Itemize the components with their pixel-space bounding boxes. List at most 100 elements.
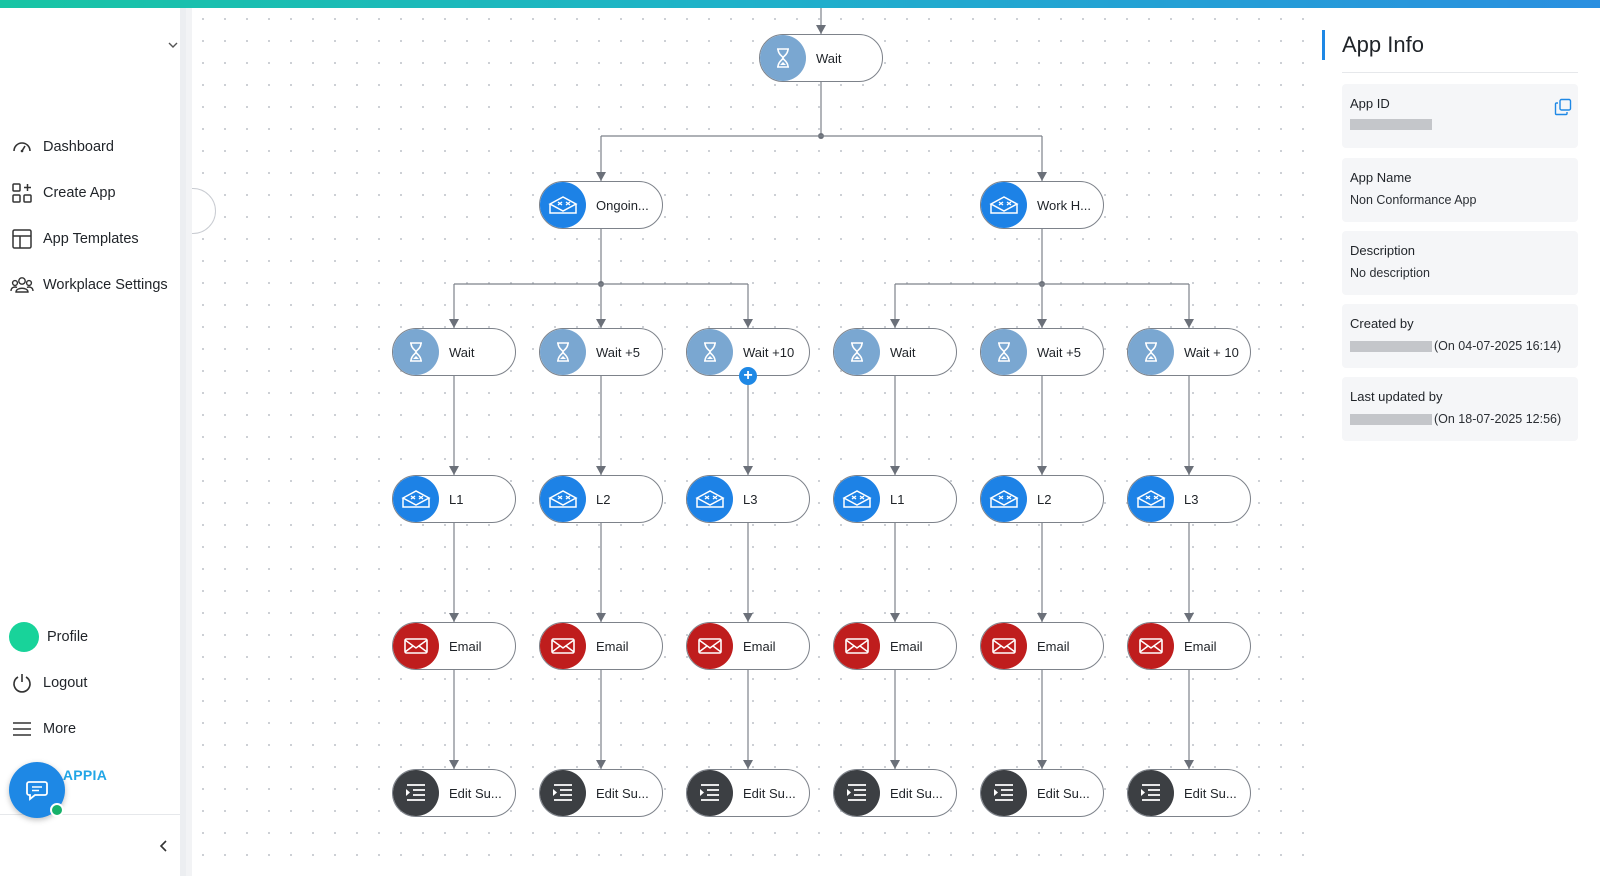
avatar: [9, 622, 39, 652]
chat-icon: [26, 781, 48, 801]
connector-arrow: [1037, 466, 1047, 475]
node-label: Edit Su...: [1184, 785, 1237, 801]
wait-node[interactable]: Wait +5: [980, 328, 1104, 376]
sidebar-item-label: Dashboard: [43, 139, 114, 155]
updated-on-text: (On 18-07-2025 12:56): [1434, 412, 1562, 426]
node-label: Wait: [449, 344, 475, 360]
app-id-card: App ID: [1342, 84, 1578, 148]
approval-node[interactable]: L1: [833, 475, 957, 523]
connector-arrow: [1184, 760, 1194, 769]
node-label: Email: [743, 638, 776, 654]
approval-node-level1[interactable]: Work H...: [980, 181, 1104, 229]
hourglass-icon: [981, 329, 1027, 375]
sidebar-item-app-templates[interactable]: App Templates: [0, 216, 180, 262]
approval-icon: [393, 476, 439, 522]
sidebar-bottom-nav: Profile Logout More: [0, 614, 180, 752]
email-node[interactable]: Email: [686, 622, 810, 670]
copy-icon[interactable]: [1554, 98, 1572, 116]
edit-node[interactable]: Edit Su...: [686, 769, 810, 817]
wait-node[interactable]: Wait + 10: [1127, 328, 1251, 376]
sidebar-item-label: Logout: [43, 675, 88, 691]
approval-node[interactable]: L1: [392, 475, 516, 523]
connector-arrow: [1037, 760, 1047, 769]
edit-list-icon: [393, 770, 439, 816]
email-node[interactable]: Email: [539, 622, 663, 670]
approval-node[interactable]: L3: [686, 475, 810, 523]
hourglass-icon: [1128, 329, 1174, 375]
approval-icon: [540, 476, 586, 522]
edit-node[interactable]: Edit Su...: [539, 769, 663, 817]
node-label: L2: [1037, 491, 1052, 507]
approval-icon: [687, 476, 733, 522]
node-label: Work H...: [1037, 197, 1091, 213]
brand-text: LAPPIA: [54, 767, 108, 783]
sidebar-item-more[interactable]: More: [0, 706, 180, 752]
node-label: Edit Su...: [596, 785, 649, 801]
sidebar-item-dashboard[interactable]: Dashboard: [0, 124, 180, 170]
description-label: Description: [1350, 243, 1416, 258]
app-id-label: App ID: [1350, 96, 1390, 111]
node-label: Email: [1184, 638, 1217, 654]
wait-node-root[interactable]: Wait: [759, 34, 883, 82]
workspace-chevron-down-icon[interactable]: [166, 38, 180, 52]
sidebar-item-label: More: [43, 721, 77, 737]
wait-node[interactable]: Wait: [392, 328, 516, 376]
connector-arrow: [1037, 613, 1047, 622]
connector-arrow: [890, 613, 900, 622]
edit-node[interactable]: Edit Su...: [833, 769, 957, 817]
sidebar-item-label: App Templates: [43, 231, 139, 247]
redacted-value: [1350, 119, 1432, 130]
add-step-plus-icon[interactable]: +: [739, 367, 757, 385]
edit-list-icon: [540, 770, 586, 816]
chat-button[interactable]: [9, 762, 65, 818]
approval-node[interactable]: L2: [980, 475, 1104, 523]
email-node[interactable]: Email: [980, 622, 1104, 670]
approval-icon: [981, 182, 1027, 228]
edit-node[interactable]: Edit Su...: [1127, 769, 1251, 817]
collapse-sidebar-chevron-left-icon[interactable]: [156, 838, 172, 854]
app-info-panel: App Info App ID App Name Non Conformance…: [1308, 8, 1600, 876]
hourglass-icon: [834, 329, 880, 375]
updated-by-value: (On 18-07-2025 12:56): [1350, 412, 1570, 426]
email-node[interactable]: Email: [392, 622, 516, 670]
sidebar-divider: [0, 814, 180, 815]
created-by-label: Created by: [1350, 316, 1414, 331]
sidebar-item-logout[interactable]: Logout: [0, 660, 180, 706]
hourglass-icon: [393, 329, 439, 375]
node-label: Wait +10: [743, 344, 795, 360]
sidebar-item-label: Workplace Settings: [43, 277, 168, 293]
edit-node[interactable]: Edit Su...: [392, 769, 516, 817]
connector-arrow: [1037, 172, 1047, 181]
sidebar-item-workplace-settings[interactable]: Workplace Settings: [0, 262, 180, 308]
menu-icon: [10, 717, 34, 741]
created-by-card: Created by (On 04-07-2025 16:14): [1342, 304, 1578, 368]
wait-node[interactable]: Wait: [833, 328, 957, 376]
connector-arrow: [1184, 319, 1194, 328]
sidebar-item-profile[interactable]: Profile: [0, 614, 180, 660]
panel-divider: [1342, 72, 1578, 73]
panel-title-accent: [1322, 30, 1325, 60]
wait-node[interactable]: Wait +5: [539, 328, 663, 376]
connector-arrow: [449, 613, 459, 622]
edit-node[interactable]: Edit Su...: [980, 769, 1104, 817]
node-label: L2: [596, 491, 611, 507]
edit-list-icon: [1128, 770, 1174, 816]
approval-node[interactable]: L3: [1127, 475, 1251, 523]
connector-arrow: [890, 466, 900, 475]
email-node[interactable]: Email: [833, 622, 957, 670]
approval-node-level1[interactable]: Ongoin...: [539, 181, 663, 229]
connector-arrow: [743, 613, 753, 622]
templates-icon: [10, 227, 34, 251]
sidebar-item-label: Profile: [47, 629, 89, 645]
email-icon: [687, 623, 733, 669]
create-app-icon: [10, 181, 34, 205]
email-node[interactable]: Email: [1127, 622, 1251, 670]
connector-arrow: [890, 319, 900, 328]
node-label: Wait +5: [596, 344, 640, 360]
approval-node[interactable]: L2: [539, 475, 663, 523]
sidebar-item-create-app[interactable]: Create App: [0, 170, 180, 216]
sidebar-item-label: Create App: [43, 185, 116, 201]
app-name-card: App Name Non Conformance App: [1342, 158, 1578, 222]
connector-arrow: [743, 319, 753, 328]
